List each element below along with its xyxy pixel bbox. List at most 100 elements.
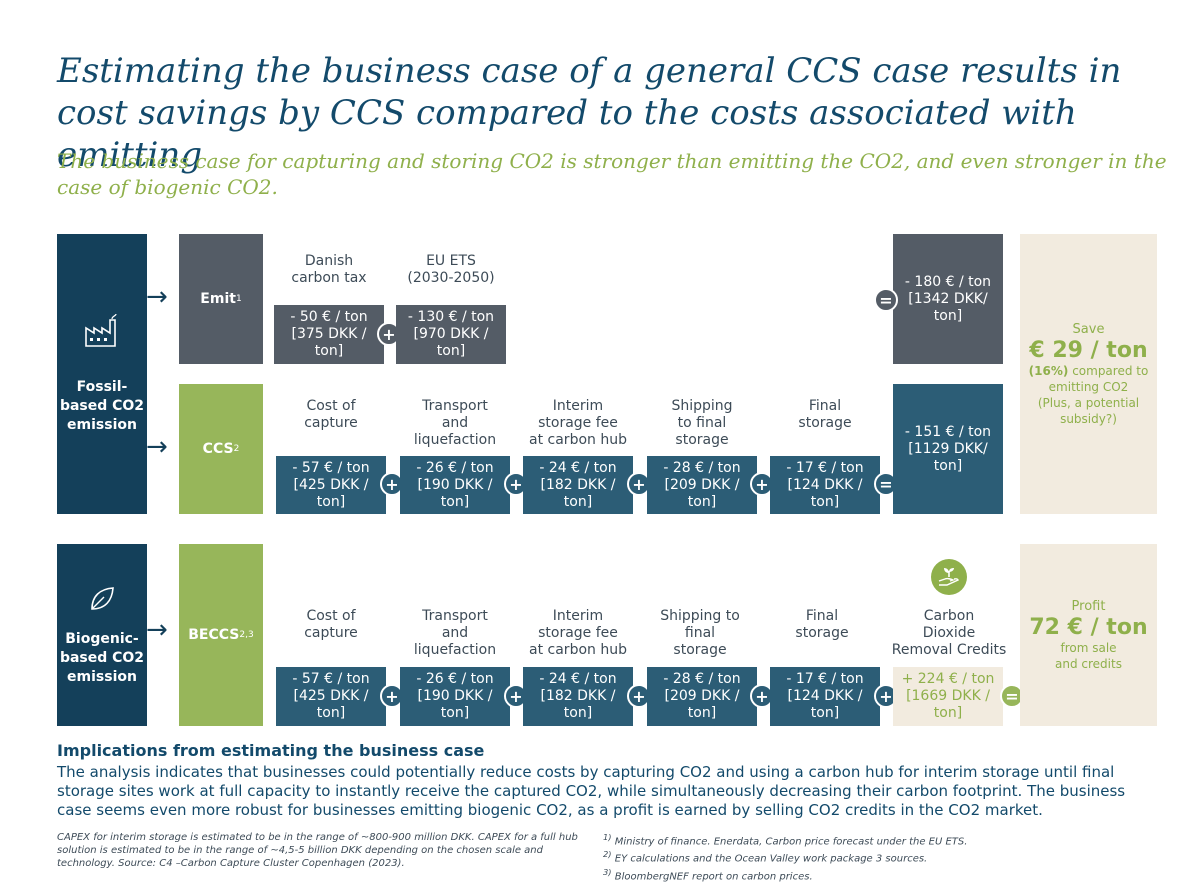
emit-total-line3: ton] xyxy=(933,307,963,324)
ccs-label: CCS xyxy=(202,441,234,457)
credit-label: Carbon Dioxide Removal Credits xyxy=(890,608,1008,659)
footnote-2-text: EY calculations and the Ocean Valley wor… xyxy=(614,853,928,865)
equals-operator: = xyxy=(874,288,898,312)
page-title: Estimating the business case of a genera… xyxy=(57,51,1122,175)
credit-label-line1: Carbon xyxy=(923,608,975,624)
ccs-item-value-line1: - 24 € / ton xyxy=(539,459,617,476)
emit-label: Emit xyxy=(200,291,236,307)
page-subtitle: The business case for capturing and stor… xyxy=(57,149,1167,199)
ccs-item-label-line1: Interim xyxy=(552,398,604,414)
ccs-item-label-line3: storage xyxy=(675,432,729,448)
beccs-item-label-line3: storage xyxy=(673,642,727,658)
emit-item-value-line1: - 130 € / ton xyxy=(407,309,495,325)
beccs-item-label-line2: storage fee xyxy=(538,625,618,641)
ccs-total: - 151 € / ton [1129 DKK/ ton] xyxy=(893,384,1003,514)
emit-item-value-line1: - 50 € / ton xyxy=(290,309,368,325)
ccs-item-label-line2: and xyxy=(441,415,469,431)
biogenic-group-box: Biogenic- based CO2 emission xyxy=(57,544,147,726)
emit-total-line2: [1342 DKK/ xyxy=(908,290,988,307)
save-line4: subsidy?) xyxy=(1060,411,1117,426)
credit-icon-circle xyxy=(931,559,967,595)
beccs-item-label-line2: and xyxy=(441,625,469,641)
emit-item-label-line1: Danish xyxy=(304,253,354,269)
beccs-item-label-line1: Interim xyxy=(552,608,604,624)
beccs-item-value-line1: - 26 € / ton xyxy=(416,671,494,687)
footnote-2-sup: 2) xyxy=(603,849,612,860)
ccs-item-value-line2: [124 DKK / xyxy=(787,476,863,493)
beccs-item-label-line2: capture xyxy=(304,625,358,641)
save-value: € 29 / ton xyxy=(1029,337,1148,363)
ccs-item-label: Interim storage fee at carbon hub xyxy=(523,398,633,449)
save-panel: Save € 29 / ton (16%) compared to emitti… xyxy=(1020,234,1157,514)
ccs-item-value-line1: - 26 € / ton xyxy=(416,459,494,476)
footnote-3: 3) BloombergNEF report on carbon prices. xyxy=(603,866,1163,883)
implications-heading: Implications from estimating the busines… xyxy=(57,741,485,760)
beccs-item-label-line1: Shipping to xyxy=(660,608,740,624)
ccs-item-label-line1: Shipping xyxy=(671,398,733,414)
beccs-item-label-line3: liquefaction xyxy=(413,642,497,658)
ccs-item-value: - 17 € / ton [124 DKK / ton] xyxy=(770,456,880,514)
beccs-item-value-line2: [425 DKK / xyxy=(293,688,369,704)
beccs-item-value-line2: [124 DKK / xyxy=(787,688,863,704)
ccs-item-label-line2: to final xyxy=(677,415,727,431)
ccs-item-value: - 57 € / ton [425 DKK / ton] xyxy=(276,456,386,514)
profit-label: Profit xyxy=(1071,598,1106,614)
emit-item-value-line2: [375 DKK / xyxy=(291,326,367,342)
beccs-item-value-line1: - 17 € / ton xyxy=(786,671,864,687)
ccs-item-value: - 24 € / ton [182 DKK / ton] xyxy=(523,456,633,514)
ccs-item-label: Final storage xyxy=(770,398,880,432)
factory-icon xyxy=(85,313,117,347)
fossil-label-line2: based CO2 xyxy=(59,397,145,414)
beccs-item-label: Interim storage fee at carbon hub xyxy=(523,608,633,659)
credit-label-line3: Removal Credits xyxy=(891,642,1007,658)
ccs-item-label-line1: Transport xyxy=(422,398,488,414)
beccs-item-label: Final storage xyxy=(767,608,877,642)
ccs-item-value-line3: ton] xyxy=(440,493,470,510)
credit-label-line2: Dioxide xyxy=(922,625,976,641)
emit-item-value: - 50 € / ton [375 DKK / ton] xyxy=(274,305,384,364)
arrow-right-icon: → xyxy=(146,615,168,645)
beccs-item-value-line3: ton] xyxy=(440,705,470,721)
footnote-1-text: Ministry of finance. Enerdata, Carbon pr… xyxy=(614,836,968,848)
ccs-total-line2: [1129 DKK/ xyxy=(908,440,988,457)
emit-item-label: Danish carbon tax xyxy=(274,253,384,287)
beccs-item-value-line3: ton] xyxy=(563,705,593,721)
credit-value-line3: ton] xyxy=(933,705,963,721)
save-line2: emitting CO2 xyxy=(1048,379,1129,394)
beccs-item-label-line1: Transport xyxy=(422,608,488,624)
beccs-item-value-line1: - 24 € / ton xyxy=(539,671,617,687)
beccs-item-value: - 57 € / ton [425 DKK / ton] xyxy=(276,667,386,726)
emit-sup: 1 xyxy=(235,294,242,304)
capex-footnote: CAPEX for interim storage is estimated t… xyxy=(57,832,578,869)
ccs-item-value-line3: ton] xyxy=(316,493,346,510)
beccs-item-value: - 28 € / ton [209 DKK / ton] xyxy=(647,667,757,726)
ccs-item-label: Shipping to final storage xyxy=(647,398,757,449)
ccs-item-label-line2: capture xyxy=(304,415,358,431)
credit-value-line2: [1669 DKK / xyxy=(906,688,990,704)
leaf-icon xyxy=(91,586,114,610)
ccs-item-value: - 26 € / ton [190 DKK / ton] xyxy=(400,456,510,514)
hand-plant-icon xyxy=(938,568,959,586)
ccs-item-value-line2: [182 DKK / xyxy=(540,476,616,493)
emit-item-value-line3: ton] xyxy=(436,343,466,359)
footnote-1: 1) Ministry of finance. Enerdata, Carbon… xyxy=(603,831,1163,848)
beccs-item-value-line3: ton] xyxy=(810,705,840,721)
beccs-sup: 2,3 xyxy=(239,630,254,640)
profit-panel: Profit 72 € / ton from sale and credits xyxy=(1020,544,1157,726)
beccs-item-label-line1: Final xyxy=(805,608,839,624)
ccs-total-line1: - 151 € / ton xyxy=(904,423,992,440)
profit-line2: and credits xyxy=(1055,656,1122,671)
emit-item-label-line2: carbon tax xyxy=(291,270,367,286)
beccs-item-value-line2: [182 DKK / xyxy=(540,688,616,704)
save-line1: compared to xyxy=(1068,363,1149,378)
arrow-right-icon: → xyxy=(146,432,168,462)
emit-item-label: EU ETS (2030-2050) xyxy=(396,253,506,287)
beccs-item-value-line2: [209 DKK / xyxy=(664,688,740,704)
credit-value: + 224 € / ton [1669 DKK / ton] xyxy=(893,667,1003,726)
emit-total: - 180 € / ton [1342 DKK/ ton] xyxy=(893,234,1003,364)
ccs-item-value-line2: [425 DKK / xyxy=(293,476,369,493)
ccs-item-label-line1: Cost of xyxy=(306,398,356,414)
ccs-item-value-line3: ton] xyxy=(810,493,840,510)
